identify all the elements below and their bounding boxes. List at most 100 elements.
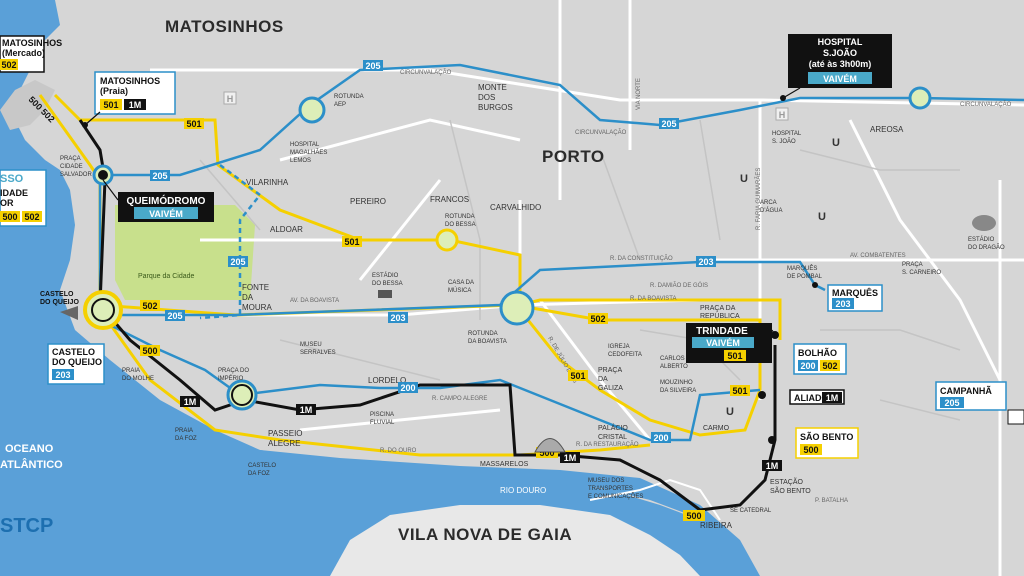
- area-praia-molhe-2: DO MOLHE: [122, 376, 154, 382]
- poi-estadio-bessa-2: DO BESSA: [372, 281, 403, 287]
- badge-205-e: [165, 310, 185, 321]
- city-porto: PORTO: [542, 147, 605, 166]
- badge-205-d: [228, 256, 248, 267]
- badge-200-b: [651, 432, 671, 443]
- badge-501-c: [568, 370, 588, 381]
- badge-1m-d: [762, 460, 782, 471]
- poi-arca-2: D'ÁGUA: [760, 207, 782, 214]
- hospital-icon-glyph: H: [227, 94, 234, 104]
- rotunda-boavista-hub[interactable]: [499, 290, 535, 326]
- street-av-combatentes: AV. COMBATENTES: [850, 253, 906, 259]
- badge-205-b: [659, 118, 679, 129]
- stop-line-badge: [800, 444, 822, 455]
- stop-name-1: CASTELO: [52, 347, 95, 357]
- stop-matosinhos-praia[interactable]: MATOSINHOS (Praia) 501 1M: [94, 71, 176, 115]
- street-batalha: P. BATALHA: [815, 498, 848, 504]
- train-station-icon: [1007, 409, 1024, 425]
- area-passeio-2: ALEGRE: [268, 439, 300, 448]
- street-r-campo-alegre: R. CAMPO ALEGRE: [432, 396, 487, 402]
- stop-aliados[interactable]: ALIADOS 1M: [789, 389, 845, 405]
- stop-queimodromo[interactable]: QUEIMÓDROMO VAIVÉM: [118, 192, 214, 222]
- badge-203-b-text: 203: [698, 257, 713, 267]
- poi-salvador-2: CIDADE: [60, 164, 83, 170]
- poi-casa-musica-1: CASA DA: [448, 280, 474, 286]
- badge-501-b: [342, 236, 362, 247]
- rotunda-bessa-hub[interactable]: [435, 228, 459, 252]
- blue-routes: [98, 63, 1024, 442]
- area-labels: MONTE DOS BURGOS VILARINHA ALDOAR PEREIR…: [122, 83, 904, 530]
- area-passeio-1: PASSEIO: [268, 429, 303, 438]
- stop-name-1: MATOSINHOS: [100, 76, 160, 86]
- stcp-brand: STCP: [0, 515, 53, 537]
- poi-salvador-1: PRAÇA: [60, 156, 81, 162]
- ocean-label-1: OCEANO: [5, 443, 54, 455]
- stop-matosinhos-mercado[interactable]: MATOSINHOS (Mercado) 502: [0, 35, 62, 73]
- poi-mouzinho-1: MOUZINHO: [660, 380, 693, 386]
- badge-200-a-text: 200: [400, 383, 415, 393]
- poi-imperio-1: PRAÇA DO: [218, 368, 249, 374]
- poi-rotunda-aep-2: AEP: [334, 102, 346, 108]
- stop-name: QUEIMÓDROMO: [127, 194, 206, 207]
- badge-203-b: [696, 256, 716, 267]
- poi-rotunda-bessa-2: DO BESSA: [445, 222, 476, 228]
- university-icon: U: [726, 406, 734, 418]
- badge-500-c: [140, 345, 160, 356]
- castelo-label-1: CASTELO: [40, 291, 74, 298]
- area-areosa: AREOSA: [870, 125, 904, 134]
- poi-rotunda-bessa-1: ROTUNDA: [445, 214, 475, 220]
- route-203: [105, 260, 826, 317]
- stop-dot-aliados[interactable]: [758, 391, 766, 399]
- area-fonte-2: DA: [242, 293, 254, 302]
- badge-500-b: [683, 510, 705, 521]
- river-douro: [180, 448, 760, 576]
- poi-se-catedral: SÉ CATEDRAL: [730, 507, 772, 514]
- stop-leftedge[interactable]: SSO IDADE OR 500 502: [0, 169, 47, 227]
- stop-sao-bento[interactable]: SÃO BENTO 500: [795, 427, 859, 459]
- route-badges: 205 205 205 205 205 501 501 501 502 502 …: [27, 60, 782, 521]
- badge-205-e-text: 205: [167, 311, 182, 321]
- stop-trindade[interactable]: TRINDADE VAIVÉM 501: [686, 323, 772, 363]
- stop-hospital-sjoao[interactable]: HOSPITAL S.JOÃO (até às 3h00m) VAIVÉM: [788, 34, 892, 88]
- poi-dragao-1: ESTÁDIO: [968, 236, 995, 243]
- ocean: [0, 0, 740, 576]
- poi-hospital-ml-3: LEMOS: [290, 158, 311, 164]
- poi-piscina-2: FLUVIAL: [370, 420, 395, 426]
- poi-carneiro-1: PRAÇA: [902, 262, 923, 268]
- stop-campanha[interactable]: CAMPANHÃ 205: [935, 381, 1007, 411]
- badge-200-a: [398, 382, 418, 393]
- poi-palacio-1: PALÁCIO: [598, 423, 628, 432]
- hospital-icon: [775, 107, 789, 121]
- stop-line-502: 502: [24, 212, 39, 222]
- poi-hsj-1: HOSPITAL: [772, 131, 802, 137]
- stop-bolhao[interactable]: BOLHÃO 200 502: [793, 343, 847, 375]
- castelo-label-2: DO QUEIJO: [40, 299, 79, 306]
- badge-501-a: [184, 118, 204, 129]
- circunvalacao-hub[interactable]: [908, 86, 932, 110]
- stop-marques[interactable]: MARQUÊS 203: [827, 284, 883, 312]
- badge-205-c: [150, 170, 170, 181]
- poi-pombal-1: MARQUÊS: [787, 264, 817, 272]
- stop-dot-marques[interactable]: [812, 282, 818, 288]
- hospital-icon-glyph: H: [779, 110, 786, 120]
- stop-name-3: OR: [0, 198, 14, 208]
- badge-501-d: [730, 385, 750, 396]
- stop-castelo-queijo[interactable]: CASTELO DO QUEIJO 203: [47, 343, 105, 385]
- palacio-dome-icon: [534, 438, 566, 453]
- poi-carmo: CARMO: [703, 425, 730, 432]
- stop-name-1: HOSPITAL: [818, 37, 863, 47]
- stop-line-501: 501: [103, 100, 118, 110]
- rotunda-aep-hub[interactable]: [298, 96, 326, 124]
- area-francos: FRANCOS: [430, 195, 469, 204]
- area-praia-foz-1: PRAIA: [175, 428, 193, 434]
- stop-line-badge: [0, 59, 18, 70]
- university-icon: U: [740, 173, 748, 185]
- area-aldoar: ALDOAR: [270, 225, 303, 234]
- poi-rotunda-aep-1: ROTUNDA: [334, 94, 364, 100]
- stop-line-badge: [0, 211, 20, 222]
- badge-501-a-text: 501: [186, 119, 201, 129]
- university-icon: U: [818, 211, 826, 223]
- stop-name: ALIADOS: [794, 393, 835, 403]
- stop-box: [47, 343, 105, 385]
- stop-dot-sao-bento[interactable]: [768, 436, 776, 444]
